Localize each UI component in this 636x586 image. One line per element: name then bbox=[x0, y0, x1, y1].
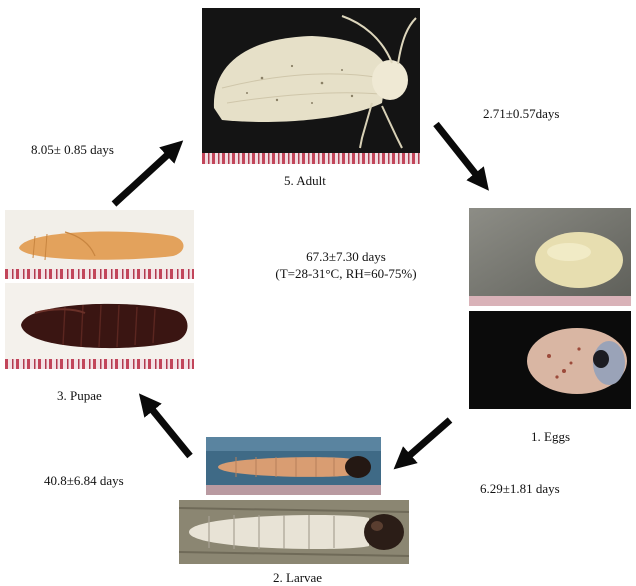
duration-adult-to-eggs: 2.71±0.57days bbox=[483, 106, 559, 122]
egg-photo-late bbox=[469, 311, 631, 409]
stage-label-pupae: 3. Pupae bbox=[57, 388, 102, 404]
stage-label-larvae: 2. Larvae bbox=[273, 570, 322, 586]
arrow-adult-to-eggs bbox=[436, 124, 482, 182]
pupa-photo-early bbox=[5, 210, 194, 279]
duration-larvae-to-pupae: 40.8±6.84 days bbox=[44, 473, 124, 489]
pupa-photo-late bbox=[5, 283, 194, 369]
stage-label-eggs: 1. Eggs bbox=[531, 429, 570, 445]
larva-photo-small bbox=[206, 437, 381, 495]
stage-label-adult: 5. Adult bbox=[284, 173, 326, 189]
arrow-eggs-to-larvae bbox=[402, 420, 450, 462]
center-conditions: (T=28-31°C, RH=60-75%) bbox=[251, 266, 441, 282]
center-total-duration: 67.3±7.30 days bbox=[258, 249, 434, 265]
duration-pupae-to-adult: 8.05± 0.85 days bbox=[31, 142, 114, 158]
duration-eggs-to-larvae: 6.29±1.81 days bbox=[480, 481, 560, 497]
arrow-pupae-to-adult bbox=[114, 148, 175, 204]
arrow-larvae-to-pupae bbox=[146, 402, 190, 456]
larva-photo-large bbox=[179, 500, 409, 564]
egg-photo-early bbox=[469, 208, 631, 306]
adult-moth-photo bbox=[202, 8, 420, 164]
